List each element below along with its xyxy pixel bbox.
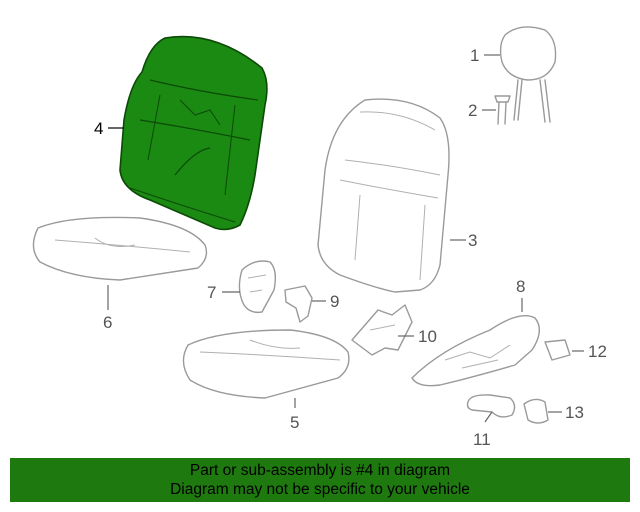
callout-2[interactable]: 2 xyxy=(468,101,477,120)
callout-12[interactable]: 12 xyxy=(588,342,607,361)
part-7-side-trim[interactable] xyxy=(238,260,277,314)
part-3-seat-back-pad[interactable] xyxy=(317,98,450,293)
part-5-seat-cushion-pad[interactable] xyxy=(182,329,350,399)
callout-11[interactable]: 11 xyxy=(473,430,491,449)
part-6-seat-cushion-cover[interactable] xyxy=(32,216,208,281)
part-9-bracket[interactable] xyxy=(284,285,313,323)
callout-7[interactable]: 7 xyxy=(207,283,216,302)
part-13-cover-cap[interactable] xyxy=(523,398,549,424)
part-10-trim-bracket[interactable] xyxy=(351,304,413,356)
part-4-seat-back-cover[interactable] xyxy=(119,35,268,231)
callout-6[interactable]: 6 xyxy=(103,313,112,332)
leader-11 xyxy=(484,411,493,423)
part-2-headrest-guide[interactable] xyxy=(494,95,511,125)
info-banner: Part or sub-assembly is #4 in diagram Di… xyxy=(10,458,630,502)
part-1-headrest[interactable] xyxy=(499,26,557,123)
callout-1[interactable]: 1 xyxy=(470,46,479,65)
parts-diagram: 1 2 3 4 5 6 7 8 9 10 11 12 13 xyxy=(32,26,607,449)
part-8-side-shield[interactable] xyxy=(411,315,540,387)
callout-9[interactable]: 9 xyxy=(330,292,339,311)
part-12-knob[interactable] xyxy=(544,339,571,361)
part-11-lever[interactable] xyxy=(466,394,516,418)
callout-3[interactable]: 3 xyxy=(468,231,477,250)
callout-13[interactable]: 13 xyxy=(565,403,584,422)
callout-10[interactable]: 10 xyxy=(418,327,437,346)
callout-4[interactable]: 4 xyxy=(94,119,103,138)
callout-5[interactable]: 5 xyxy=(290,413,299,432)
banner-line-1: Part or sub-assembly is #4 in diagram xyxy=(189,462,451,479)
callout-8[interactable]: 8 xyxy=(516,277,525,296)
banner-line-2: Diagram may not be specific to your vehi… xyxy=(170,481,470,498)
